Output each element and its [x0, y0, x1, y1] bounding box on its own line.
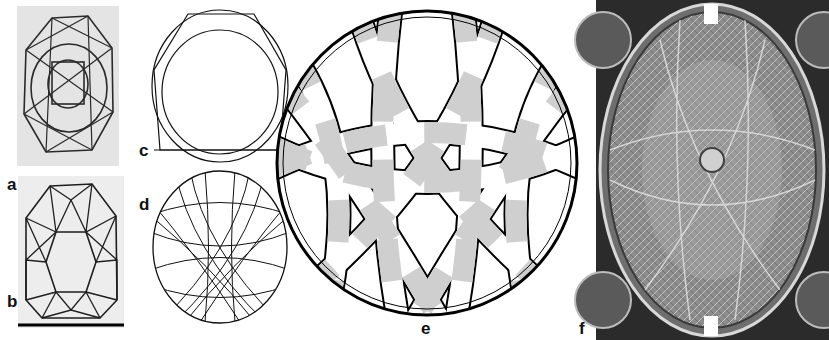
- ellipse-polygon-c: [152, 10, 288, 162]
- band-paths: [383, 0, 400, 330]
- photo-dome: [608, 12, 816, 328]
- outline-ellipse: [277, 11, 577, 315]
- panel-letter: a: [7, 176, 16, 193]
- photo-niche: [575, 12, 631, 68]
- photo-rim: [600, 4, 824, 336]
- arc-lines: [150, 203, 290, 298]
- band-fill: [454, 0, 471, 330]
- band-network: [270, 0, 585, 330]
- band-shading: [270, 145, 585, 183]
- band-outline: [454, 0, 471, 330]
- sketch-polygon: [26, 184, 117, 318]
- panel-letter: c: [139, 142, 148, 159]
- panel-letter: f: [579, 320, 585, 337]
- band-shading: [383, 0, 400, 330]
- photo-oculus: [700, 148, 724, 172]
- inner-ellipse: [283, 17, 571, 309]
- sketch-polygon: [24, 16, 113, 152]
- arc-lines: [205, 170, 235, 322]
- band-outline: [383, 0, 400, 330]
- ellipse-arcs-d: [150, 170, 290, 323]
- band-outline: [270, 0, 585, 330]
- sketch-ellipse: [31, 44, 107, 132]
- base-line: [154, 149, 287, 150]
- ellipse-bands-e: [270, 0, 585, 330]
- photo-pattern: [610, 20, 815, 320]
- sketch-a: [17, 6, 119, 166]
- arc-lines: [160, 170, 280, 322]
- outline-ellipse: [153, 171, 287, 323]
- photo-window: [704, 316, 718, 336]
- sketch-lines: [24, 16, 113, 152]
- outline-polygon: [154, 14, 286, 150]
- sketch-square: [52, 62, 84, 104]
- panel-letter: e: [421, 320, 430, 337]
- panel-letter: b: [7, 293, 17, 310]
- photo-ground: [596, 0, 829, 340]
- band-shading: [270, 0, 585, 330]
- band-fill: [270, 0, 585, 330]
- outline-ellipse: [152, 10, 288, 162]
- band-shading: [454, 0, 471, 330]
- inner-ellipse: [162, 30, 278, 154]
- photo-window: [704, 4, 718, 24]
- band-paths: [270, 0, 585, 330]
- photo-niche: [796, 272, 829, 328]
- arc-network: [150, 170, 290, 322]
- photo-pattern: [610, 20, 815, 320]
- sketch-baseline: [18, 324, 124, 327]
- band-fill: [383, 0, 400, 330]
- arc-lines: [150, 200, 290, 322]
- sketch-polygon: [46, 232, 96, 292]
- sketch-b: [18, 176, 124, 328]
- sketch-ground: [18, 176, 124, 328]
- sketch-ellipse: [48, 60, 88, 108]
- band-paths: [454, 0, 471, 330]
- photo-niche: [796, 12, 829, 68]
- sketch-ground: [17, 6, 119, 166]
- sketch-lines: [26, 184, 117, 318]
- dome-photo-f: [575, 0, 829, 340]
- panel-letter: d: [139, 196, 149, 213]
